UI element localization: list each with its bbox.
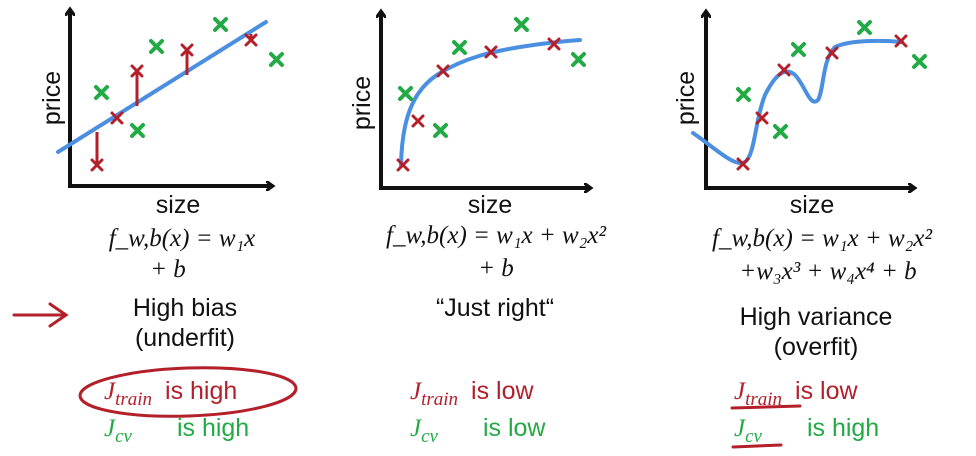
caption-subtitle: (overfit): [773, 333, 859, 361]
train-point: [90, 158, 104, 172]
x-axis-label: size: [156, 191, 200, 219]
cv-status: is low: [482, 414, 546, 442]
caption-middle: “Just right“: [380, 293, 610, 323]
train-status: is low: [471, 377, 534, 405]
equation-line-2: + b: [478, 255, 514, 282]
highlight-circle: [78, 366, 298, 418]
train-error-row: Jtrain is high: [104, 376, 237, 415]
cv-point: [398, 86, 413, 101]
equation-line-1: f_w,b(x) = w₁x + w₂x²: [712, 225, 932, 252]
plot-left: price size f_w,b(x) = w₁x + b: [38, 10, 284, 283]
equation-line-2: + b: [150, 256, 186, 283]
cv-point: [130, 123, 145, 138]
train-point: [411, 114, 425, 128]
cv-point: [857, 20, 872, 35]
cv-point: [213, 17, 228, 32]
train-point: [130, 64, 144, 78]
train-error-row: Jtrain is low: [410, 376, 534, 415]
train-point: [436, 64, 450, 78]
cv-symbol: J: [104, 415, 116, 442]
train-symbol: J: [734, 378, 746, 405]
train-point: [180, 43, 194, 57]
cv-point: [269, 52, 284, 67]
caption-right: High variance (overfit): [696, 302, 936, 362]
train-point: [484, 45, 498, 59]
cv-point: [149, 39, 164, 54]
train-subscript: train: [115, 389, 153, 410]
train-point: [547, 37, 561, 51]
pointer-arrow-icon: [12, 302, 69, 328]
cv-point: [791, 42, 806, 57]
plot-right: price size f_w,b(x) = w₁x + w₂x² +w₃x³ +…: [672, 12, 932, 285]
cv-status: is high: [806, 414, 880, 442]
plot-middle: price size f_w,b(x) = w₁x + w₂x² + b: [348, 12, 606, 282]
cv-point: [736, 87, 751, 102]
equation-line-1: f_w,b(x) = w₁x: [109, 225, 256, 252]
caption-title: High bias: [132, 294, 238, 322]
train-point: [894, 34, 908, 48]
caption-title: “Just right“: [435, 294, 555, 322]
highlight-underline: [731, 443, 783, 449]
train-error-row: Jtrain is low: [734, 376, 858, 415]
y-axis-label: price: [348, 76, 376, 130]
x-axis-label: size: [468, 191, 512, 219]
fit-curve: [691, 38, 904, 166]
train-point: [110, 111, 124, 125]
highlight-underline: [730, 404, 802, 410]
cv-point: [452, 40, 467, 55]
cv-subscript: cv: [421, 426, 438, 447]
cv-point: [94, 85, 109, 100]
caption-subtitle: (underfit): [134, 324, 236, 352]
fit-curve: [399, 38, 582, 167]
cv-symbol: J: [410, 415, 422, 442]
caption-title: High variance: [739, 303, 893, 331]
train-subscript: train: [745, 389, 783, 410]
cv-error-row: Jcv is high: [734, 413, 879, 452]
train-point: [736, 157, 750, 171]
train-symbol: J: [104, 378, 116, 405]
cv-point: [514, 17, 529, 32]
equation-line-1: f_w,b(x) = w₁x + w₂x²: [386, 222, 606, 249]
train-point: [244, 33, 258, 47]
train-point: [396, 158, 410, 172]
cv-subscript: cv: [745, 426, 762, 447]
train-symbol: J: [410, 378, 422, 405]
train-point: [755, 111, 769, 125]
train-subscript: train: [421, 389, 459, 410]
cv-error-row: Jcv is low: [410, 413, 545, 452]
cv-point: [433, 123, 448, 138]
y-axis-label: price: [672, 71, 700, 125]
cv-point: [571, 52, 586, 67]
cv-point: [773, 124, 788, 139]
y-axis-label: price: [38, 71, 66, 125]
caption-left: High bias (underfit): [70, 293, 300, 353]
x-axis-label: size: [790, 191, 834, 219]
train-status: is high: [165, 377, 238, 405]
train-status: is low: [795, 377, 858, 405]
fit-line: [56, 20, 268, 154]
cv-error-row: Jcv is high: [104, 413, 249, 452]
cv-subscript: cv: [115, 426, 132, 447]
equation-line-2: +w₃x³ + w₄x⁴ + b: [739, 258, 916, 285]
cv-status: is high: [176, 414, 250, 442]
train-point: [777, 63, 791, 77]
cv-point: [912, 54, 927, 69]
cv-symbol: J: [734, 415, 746, 442]
train-point: [825, 46, 839, 60]
